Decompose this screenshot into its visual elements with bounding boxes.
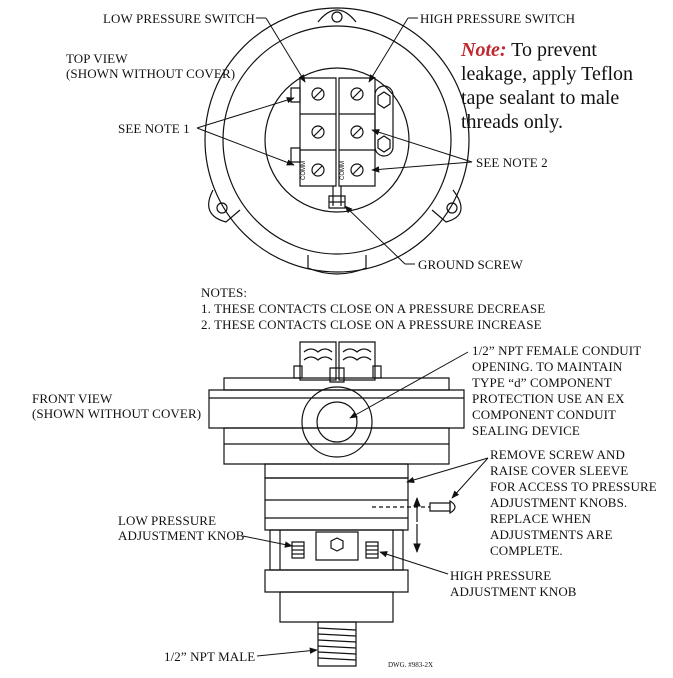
top-view-title: TOP VIEW bbox=[66, 51, 128, 66]
note-item-2: 2. THESE CONTACTS CLOSE ON A PRESSURE IN… bbox=[201, 317, 542, 332]
conduit-label-line-5: COMPONENT CONDUIT bbox=[472, 407, 617, 422]
comm-label-right: COMM bbox=[340, 161, 346, 180]
low-pressure-switch-label: LOW PRESSURE SWITCH bbox=[103, 11, 255, 26]
low-knob-label-line-1: LOW PRESSURE bbox=[118, 513, 217, 528]
see-note-2-label: SEE NOTE 2 bbox=[476, 155, 548, 170]
drawing-number: DWG. #983-2X bbox=[388, 661, 434, 669]
conduit-label-line-4: PROTECTION USE AN EX bbox=[472, 391, 625, 406]
note-prefix: Note: bbox=[461, 39, 507, 61]
remove-screw-line-7: COMPLETE. bbox=[490, 543, 563, 558]
low-knob-label-line-2: ADJUSTMENT KNOB bbox=[118, 528, 245, 543]
conduit-label-line-3: TYPE “d” COMPONENT bbox=[472, 375, 612, 390]
high-knob-label-line-1: HIGH PRESSURE bbox=[450, 568, 552, 583]
see-note-1-label: SEE NOTE 1 bbox=[118, 121, 190, 136]
conduit-label-line-1: 1/2” NPT FEMALE CONDUIT bbox=[472, 343, 642, 358]
front-view-subtitle: (SHOWN WITHOUT COVER) bbox=[32, 406, 202, 421]
remove-screw-line-4: ADJUSTMENT KNOBS. bbox=[490, 495, 628, 510]
high-pressure-switch-label: HIGH PRESSURE SWITCH bbox=[420, 11, 576, 26]
remove-screw-line-3: FOR ACCESS TO PRESSURE bbox=[490, 479, 657, 494]
note-item-1: 1. THESE CONTACTS CLOSE ON A PRESSURE DE… bbox=[201, 301, 546, 316]
remove-screw-line-5: REPLACE WHEN bbox=[490, 511, 591, 526]
note-text: To prevent leakage, apply Teflon tape se… bbox=[461, 39, 634, 133]
high-knob-label-line-2: ADJUSTMENT KNOB bbox=[450, 584, 577, 599]
conduit-label-line-2: OPENING. TO MAINTAIN bbox=[472, 359, 623, 374]
teflon-note: Note: To prevent leakage, apply Teflon t… bbox=[461, 38, 666, 134]
remove-screw-line-6: ADJUSTMENTS ARE bbox=[490, 527, 613, 542]
remove-screw-line-1: REMOVE SCREW AND bbox=[490, 447, 625, 462]
front-view-title: FRONT VIEW bbox=[32, 391, 113, 406]
comm-label-left: COMM bbox=[301, 161, 307, 180]
top-view-housing bbox=[205, 8, 469, 274]
npt-male-label: 1/2” NPT MALE bbox=[164, 649, 256, 664]
notes-heading: NOTES: bbox=[201, 285, 248, 300]
leader-lines bbox=[197, 18, 488, 656]
top-view-subtitle: (SHOWN WITHOUT COVER) bbox=[66, 66, 236, 81]
conduit-label-line-6: SEALING DEVICE bbox=[472, 423, 580, 438]
remove-screw-line-2: RAISE COVER SLEEVE bbox=[490, 463, 629, 478]
front-view-housing bbox=[209, 342, 464, 666]
ground-screw-label: GROUND SCREW bbox=[418, 257, 523, 272]
top-view-switches bbox=[291, 78, 393, 208]
